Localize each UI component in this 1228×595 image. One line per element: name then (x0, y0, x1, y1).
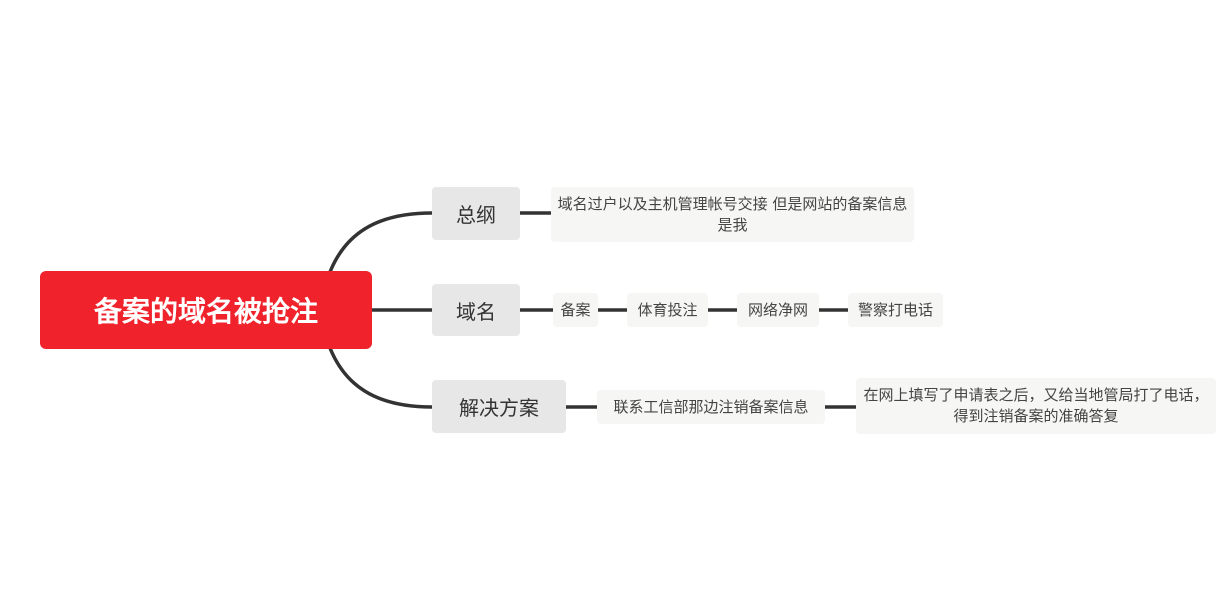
leaf-wangluo-jingwang[interactable]: 网络净网 (737, 293, 819, 327)
connector-root-zonggang (328, 211, 434, 274)
leaf-tiyu-touzhu[interactable]: 体育投注 (627, 293, 708, 327)
leaf-lianxi-gongxinbu[interactable]: 联系工信部那边注销备案信息 (597, 390, 825, 424)
connector-root-jiejue (328, 346, 434, 409)
branch-jiejue-fangan[interactable]: 解决方案 (432, 380, 566, 433)
leaf-shenqing-dafu[interactable]: 在网上填写了申请表之后，又给当地管局打了电话，得到注销备案的准确答复 (856, 378, 1216, 434)
leaf-jingcha-dadianhua[interactable]: 警察打电话 (848, 293, 943, 327)
branch-yuming[interactable]: 域名 (432, 284, 520, 336)
branch-zonggang[interactable]: 总纲 (432, 187, 520, 240)
root-topic[interactable]: 备案的域名被抢注 (40, 271, 372, 349)
leaf-beian[interactable]: 备案 (553, 293, 598, 327)
leaf-zonggang-detail[interactable]: 域名过户以及主机管理帐号交接 但是网站的备案信息是我 (551, 187, 914, 242)
